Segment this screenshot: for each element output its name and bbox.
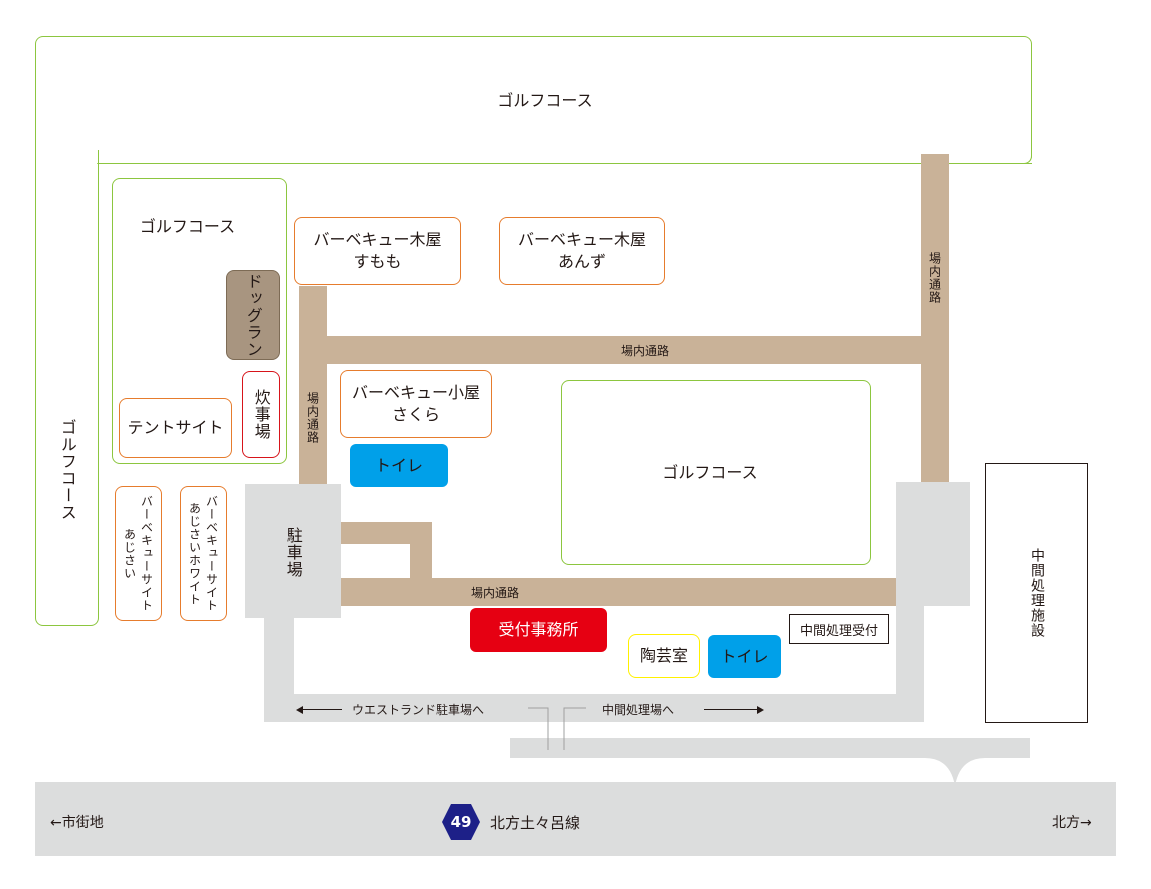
bbq-hut-anzu[interactable]: バーベキュー木屋 あんず [499,217,665,285]
arrow-to-intermediate-icon [704,704,764,714]
toilet-upper[interactable]: トイレ [350,444,448,487]
cooking-area[interactable]: 炊事場 [242,371,280,458]
parking-label: 駐車場 [283,526,303,578]
bbq-hut-sakura[interactable]: バーベキュー小屋 さくら [340,370,492,438]
parking-area [245,484,341,618]
road-gray-right-vertical [896,600,924,722]
path-vertical-right [921,154,949,484]
path-vertical-left [299,286,327,486]
golf-course-inner-left-outline [112,178,287,464]
bbq-site-ajisai-white[interactable]: バーベキューサイト あじさいホワイト [180,486,227,621]
path-horizontal-lower [340,578,896,606]
golf-course-top-left-outline [35,36,1032,164]
golf-course-top-label: ゴルフコース [497,91,593,111]
road-junction-curve [880,738,1030,786]
reception-office[interactable]: 受付事務所 [470,608,607,652]
golf-course-top-connector [97,163,1032,164]
to-city-label: ←市街地 [50,815,104,831]
path-label-upper: 場内通路 [620,343,669,358]
bbq-site-ajisai[interactable]: バーベキューサイト あじさい [115,486,162,621]
path-label-right: 場内通路 [927,252,942,304]
to-intermediate-site-label: 中間処理場へ [602,703,675,717]
golf-course-top-right-corner [1020,140,1032,164]
arrow-to-west-parking-icon [296,704,342,714]
route-name: 北方土々呂線 [490,814,581,832]
entrance-lines [528,707,586,750]
path-parking-loop-side [410,522,432,582]
dog-run[interactable]: ドッグラン [226,270,280,360]
intermediate-reception[interactable]: 中間処理受付 [789,614,889,644]
path-label-left: 場内通路 [305,392,320,444]
route-number: 49 [450,813,472,831]
golf-course-center-outline [561,380,871,565]
road-gray-right-block [896,482,970,606]
golf-course-left-label: ゴルフコース [57,419,77,521]
path-label-lower: 場内通路 [470,585,519,600]
tent-site[interactable]: テントサイト [119,398,232,458]
path-parking-loop-top [340,522,432,544]
to-west-parking-label: ウエストランド駐車場へ [352,703,485,717]
golf-course-left-strip [35,150,99,626]
golf-course-center-label: ゴルフコース [662,463,758,483]
bbq-hut-sumomo[interactable]: バーベキュー木屋 すもも [294,217,461,285]
pottery-room[interactable]: 陶芸室 [628,634,700,678]
road-gray-bottom [264,694,924,722]
golf-course-inner-left-label: ゴルフコース [139,217,236,237]
toilet-lower[interactable]: トイレ [708,635,781,678]
to-kitakata-label: 北方→ [1052,815,1092,831]
intermediate-facility[interactable]: 中間処理施設 [985,463,1088,723]
route-badge-icon [442,804,480,840]
path-horizontal-upper [299,336,949,364]
main-road [35,782,1116,856]
